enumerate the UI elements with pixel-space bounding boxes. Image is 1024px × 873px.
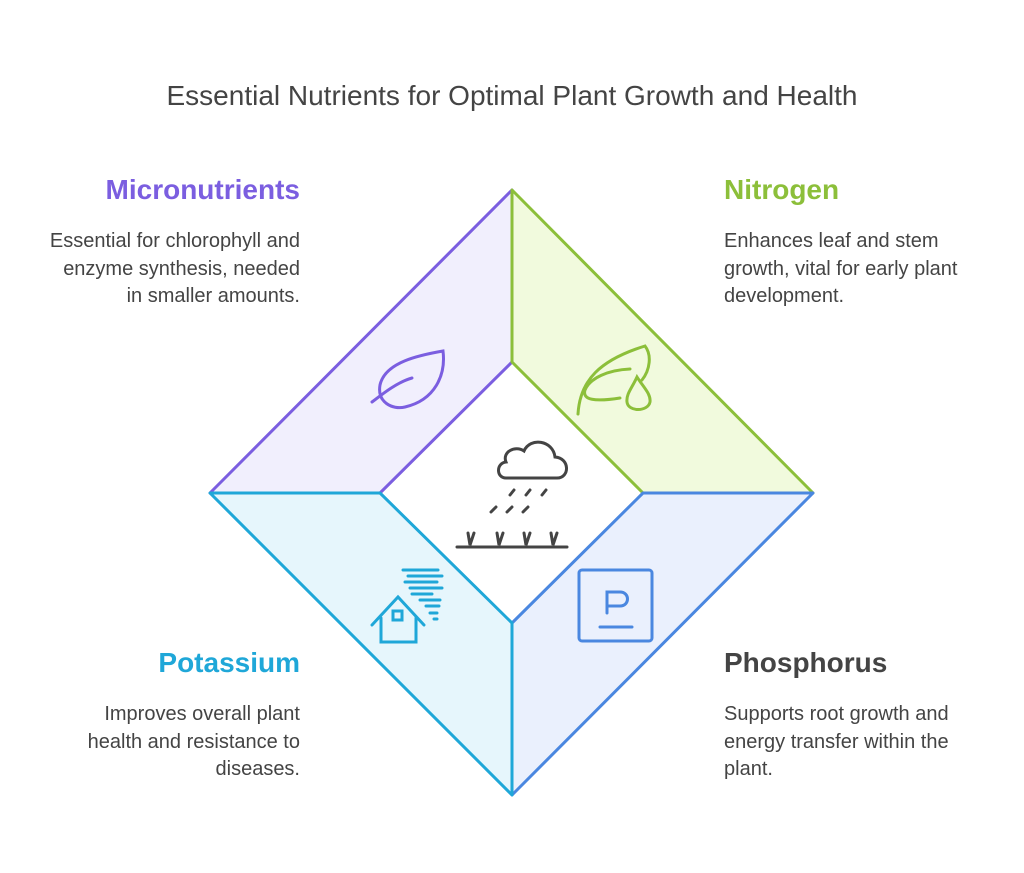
phosphorus-heading: Phosphorus xyxy=(724,647,888,678)
house-wind-icon xyxy=(370,568,444,644)
potassium-heading: Potassium xyxy=(158,647,300,678)
leaf-drop-icon xyxy=(576,344,652,416)
diagram-title: Essential Nutrients for Optimal Plant Gr… xyxy=(166,80,858,111)
micronutrients-text: Essential for chlorophyll and enzyme syn… xyxy=(49,230,300,307)
potassium-text: Improves overall plant health and resist… xyxy=(87,703,300,780)
rain-cloud-grass-icon xyxy=(455,440,569,549)
leaf-icon xyxy=(370,349,445,410)
potassium-block: Potassium Improves overall plant health … xyxy=(20,647,300,784)
micronutrients-block: Micronutrients Essential for chlorophyll… xyxy=(20,174,300,311)
micronutrients-heading: Micronutrients xyxy=(105,174,300,205)
phosphorus-text: Supports root growth and energy transfer… xyxy=(724,703,949,780)
nitrogen-text: Enhances leaf and stem growth, vital for… xyxy=(724,230,958,307)
nitrogen-block: Nitrogen Enhances leaf and stem growth, … xyxy=(724,174,994,311)
nitrogen-heading: Nitrogen xyxy=(724,174,840,205)
p-symbol-icon xyxy=(577,568,654,643)
phosphorus-block: Phosphorus Supports root growth and ener… xyxy=(724,647,974,784)
